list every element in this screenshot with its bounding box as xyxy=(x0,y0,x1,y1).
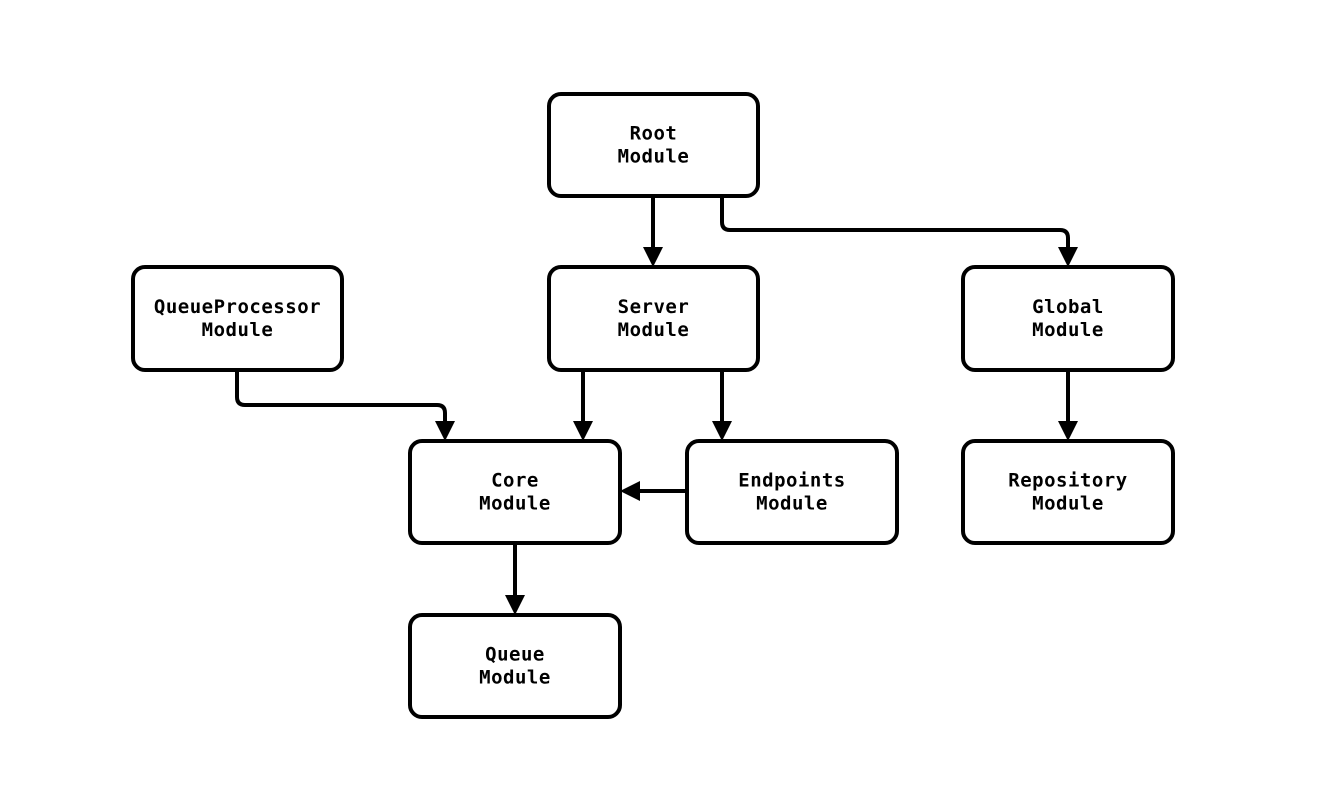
node-label-primary: Repository xyxy=(1008,470,1127,492)
node-label-secondary: Module xyxy=(618,319,690,341)
node-box[interactable] xyxy=(408,613,622,719)
node-label-primary: Endpoints xyxy=(738,470,845,492)
arrowhead-icon xyxy=(643,247,663,267)
node-label-primary: Global xyxy=(1032,296,1104,318)
node-label-primary: Core xyxy=(491,470,539,492)
node-label-secondary: Module xyxy=(1032,493,1104,515)
node-box[interactable] xyxy=(685,439,899,545)
node-label-primary: QueueProcessor xyxy=(154,296,321,318)
edges-layer xyxy=(235,196,1078,615)
edge-line xyxy=(235,370,447,429)
arrowhead-icon xyxy=(435,421,455,441)
node-box[interactable] xyxy=(131,265,344,372)
arrowhead-icon xyxy=(505,595,525,615)
node-label-secondary: Module xyxy=(202,319,274,341)
edge-queueprocessor-to-core xyxy=(235,370,455,441)
node-box[interactable] xyxy=(961,439,1175,545)
arrowhead-icon xyxy=(620,481,640,501)
edge-line xyxy=(720,196,1070,255)
node-label-primary: Server xyxy=(618,296,690,318)
node-label-secondary: Module xyxy=(756,493,828,515)
node-label-secondary: Module xyxy=(1032,319,1104,341)
edge-server-to-endpoints xyxy=(712,370,732,441)
arrowhead-icon xyxy=(712,421,732,441)
edge-server-to-core xyxy=(573,370,593,441)
node-label-secondary: Module xyxy=(618,146,690,168)
arrowhead-icon xyxy=(1058,247,1078,267)
node-label-secondary: Module xyxy=(479,493,551,515)
node-box[interactable] xyxy=(961,265,1175,372)
arrowhead-icon xyxy=(573,421,593,441)
node-label-secondary: Module xyxy=(479,667,551,689)
edge-root-to-server xyxy=(643,196,663,267)
node-box[interactable] xyxy=(408,439,622,545)
edge-core-to-queue xyxy=(505,543,525,615)
node-label-primary: Root xyxy=(630,123,678,145)
node-box[interactable] xyxy=(547,92,760,198)
node-box[interactable] xyxy=(547,265,760,372)
arrowhead-icon xyxy=(1058,421,1078,441)
node-label-primary: Queue xyxy=(485,644,545,666)
edge-endpoints-to-core xyxy=(620,481,687,501)
edge-root-to-global xyxy=(720,196,1078,267)
nodes-layer: RootModuleQueueProcessorModuleServerModu… xyxy=(131,92,1175,719)
edge-global-to-repository xyxy=(1058,370,1078,441)
